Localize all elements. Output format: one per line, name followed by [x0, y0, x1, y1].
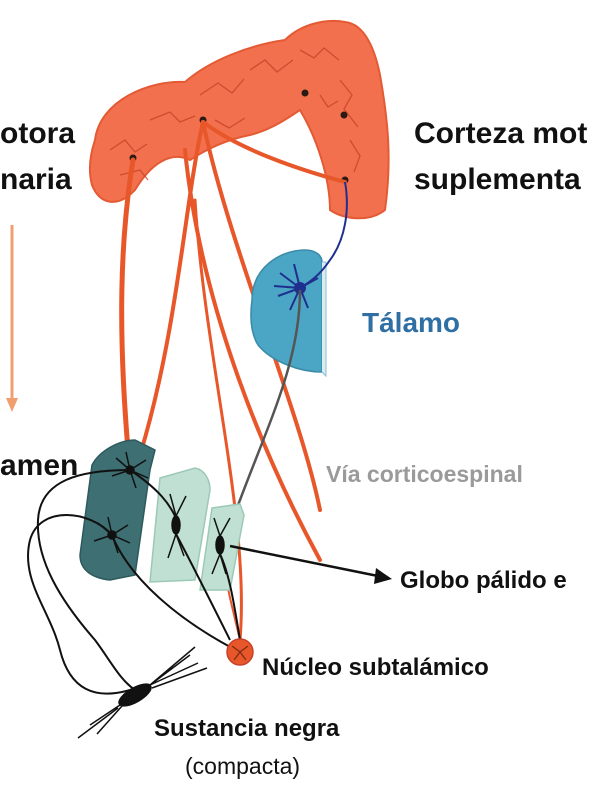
subthalamic-nucleus: [226, 638, 254, 666]
substantia-nigra-neuron: [77, 646, 208, 739]
thalamus-outline: [321, 261, 327, 378]
subthalamic-label: Núcleo subtalámico: [262, 654, 489, 681]
putamen-label: amen: [0, 449, 79, 482]
substantia-nigra-sublabel: (compacta): [185, 753, 301, 779]
cortex-texture: [109, 47, 361, 181]
supplementary-motor-label-line2: suplementa: [414, 163, 581, 196]
globus-pallidus-label: Globo pálido e: [400, 567, 567, 594]
corticospinal-label: Vía corticoespinal: [326, 461, 523, 487]
cortical-pathways: [119, 120, 347, 642]
primary-motor-label-line1: otora: [0, 117, 75, 150]
thalamus-label: Tálamo: [362, 307, 461, 338]
cortex-neuron: [301, 89, 309, 97]
pathway-primary-to-putamen-2: [138, 120, 205, 457]
supplementary-motor-label-line1: Corteza mot: [414, 117, 588, 150]
motor-cortex-region: [88, 19, 390, 220]
primary-motor-label-line2: naria: [0, 163, 72, 196]
left-arrow: [6, 225, 18, 412]
bg-connections: [27, 469, 241, 695]
pathway-to-stn: [193, 198, 243, 642]
cortex-neuron: [340, 111, 348, 119]
thalamic-neuron: [273, 181, 348, 311]
pathway-supp-to-primary: [201, 120, 347, 184]
gp-label-arrow: [229, 544, 392, 584]
pathway-corticospinal-2: [183, 148, 322, 562]
thalamus-region: [250, 249, 323, 373]
pathway-primary-to-putamen: [119, 157, 136, 453]
substantia-nigra-label: Sustancia negra: [154, 715, 340, 742]
